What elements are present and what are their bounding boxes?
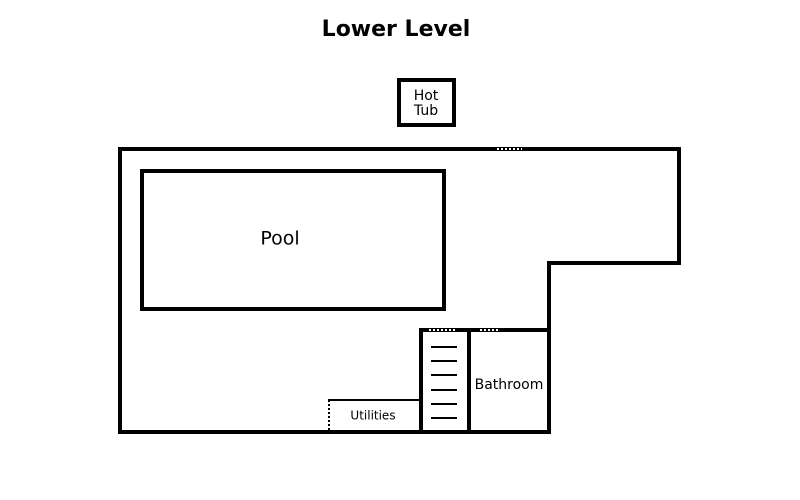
page-title: Lower Level <box>322 17 471 42</box>
outer-wall <box>118 147 681 434</box>
utilities-wall <box>328 399 419 432</box>
hot-tub: Hot Tub <box>397 78 456 127</box>
bathroom-label: Bathroom <box>475 377 544 393</box>
hot-tub-label-line2: Tub <box>413 103 438 119</box>
stair-treads <box>431 346 457 419</box>
pool-outline <box>140 169 446 311</box>
pool: Pool <box>140 169 446 311</box>
utilities: Utilities <box>328 399 419 432</box>
hot-tub-outline <box>397 78 456 127</box>
utilities-label: Utilities <box>350 409 395 423</box>
stairs <box>419 328 549 432</box>
hot-tub-label-line1: Hot <box>414 88 439 104</box>
pool-label: Pool <box>260 228 299 250</box>
